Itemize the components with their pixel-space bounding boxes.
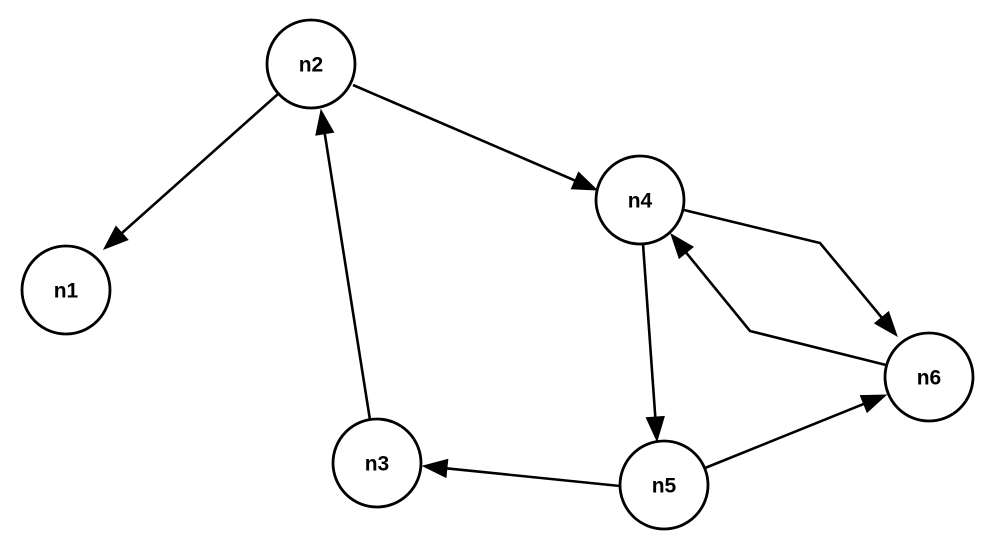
edge-line: [323, 131, 372, 421]
graph-node-n6[interactable]: n6: [883, 331, 975, 423]
arrowhead-icon: [859, 394, 888, 414]
node-label: n1: [54, 280, 79, 303]
edge-line: [641, 243, 657, 420]
edge-n4-to-n5: [641, 243, 665, 443]
edge-n6-to-n4: [670, 232, 887, 367]
arrowhead-icon: [873, 310, 898, 338]
edge-n2-to-n4: [352, 83, 599, 191]
node-label: n3: [365, 453, 390, 476]
node-label: n5: [652, 475, 677, 498]
node-circle[interactable]: [883, 331, 975, 423]
edge-n2-to-n1: [102, 93, 279, 250]
graph-node-n2[interactable]: n2: [265, 18, 357, 110]
nodes-layer: n1 n2 n3 n4 n5 n6: [20, 18, 975, 531]
node-circle[interactable]: [331, 417, 423, 509]
arrowhead-icon: [670, 232, 695, 260]
graph-node-n5[interactable]: n5: [618, 439, 710, 531]
edge-line: [704, 402, 867, 470]
edge-line: [683, 208, 884, 320]
edges-layer: [102, 83, 898, 488]
arrowhead-icon: [570, 171, 599, 191]
graph-node-n1[interactable]: n1: [20, 244, 112, 336]
edge-line: [119, 93, 279, 236]
node-circle[interactable]: [20, 244, 112, 336]
arrowhead-icon: [102, 225, 129, 250]
node-label: n6: [917, 367, 942, 390]
node-label: n2: [299, 54, 324, 77]
node-circle[interactable]: [618, 439, 710, 531]
graph-node-n4[interactable]: n4: [594, 154, 686, 246]
edge-n3-to-n2: [315, 108, 372, 421]
node-circle[interactable]: [265, 18, 357, 110]
edge-n5-to-n3: [421, 458, 621, 488]
node-label: n4: [628, 190, 653, 213]
edge-line: [683, 250, 887, 367]
edge-line: [352, 83, 578, 183]
edge-line: [444, 466, 621, 488]
graph-node-n3[interactable]: n3: [331, 417, 423, 509]
arrowhead-icon: [421, 458, 449, 479]
edge-n4-to-n6: [683, 208, 898, 338]
node-circle[interactable]: [594, 154, 686, 246]
arrowhead-icon: [645, 415, 665, 443]
edge-n5-to-n6: [704, 394, 888, 470]
arrowhead-icon: [315, 108, 335, 136]
